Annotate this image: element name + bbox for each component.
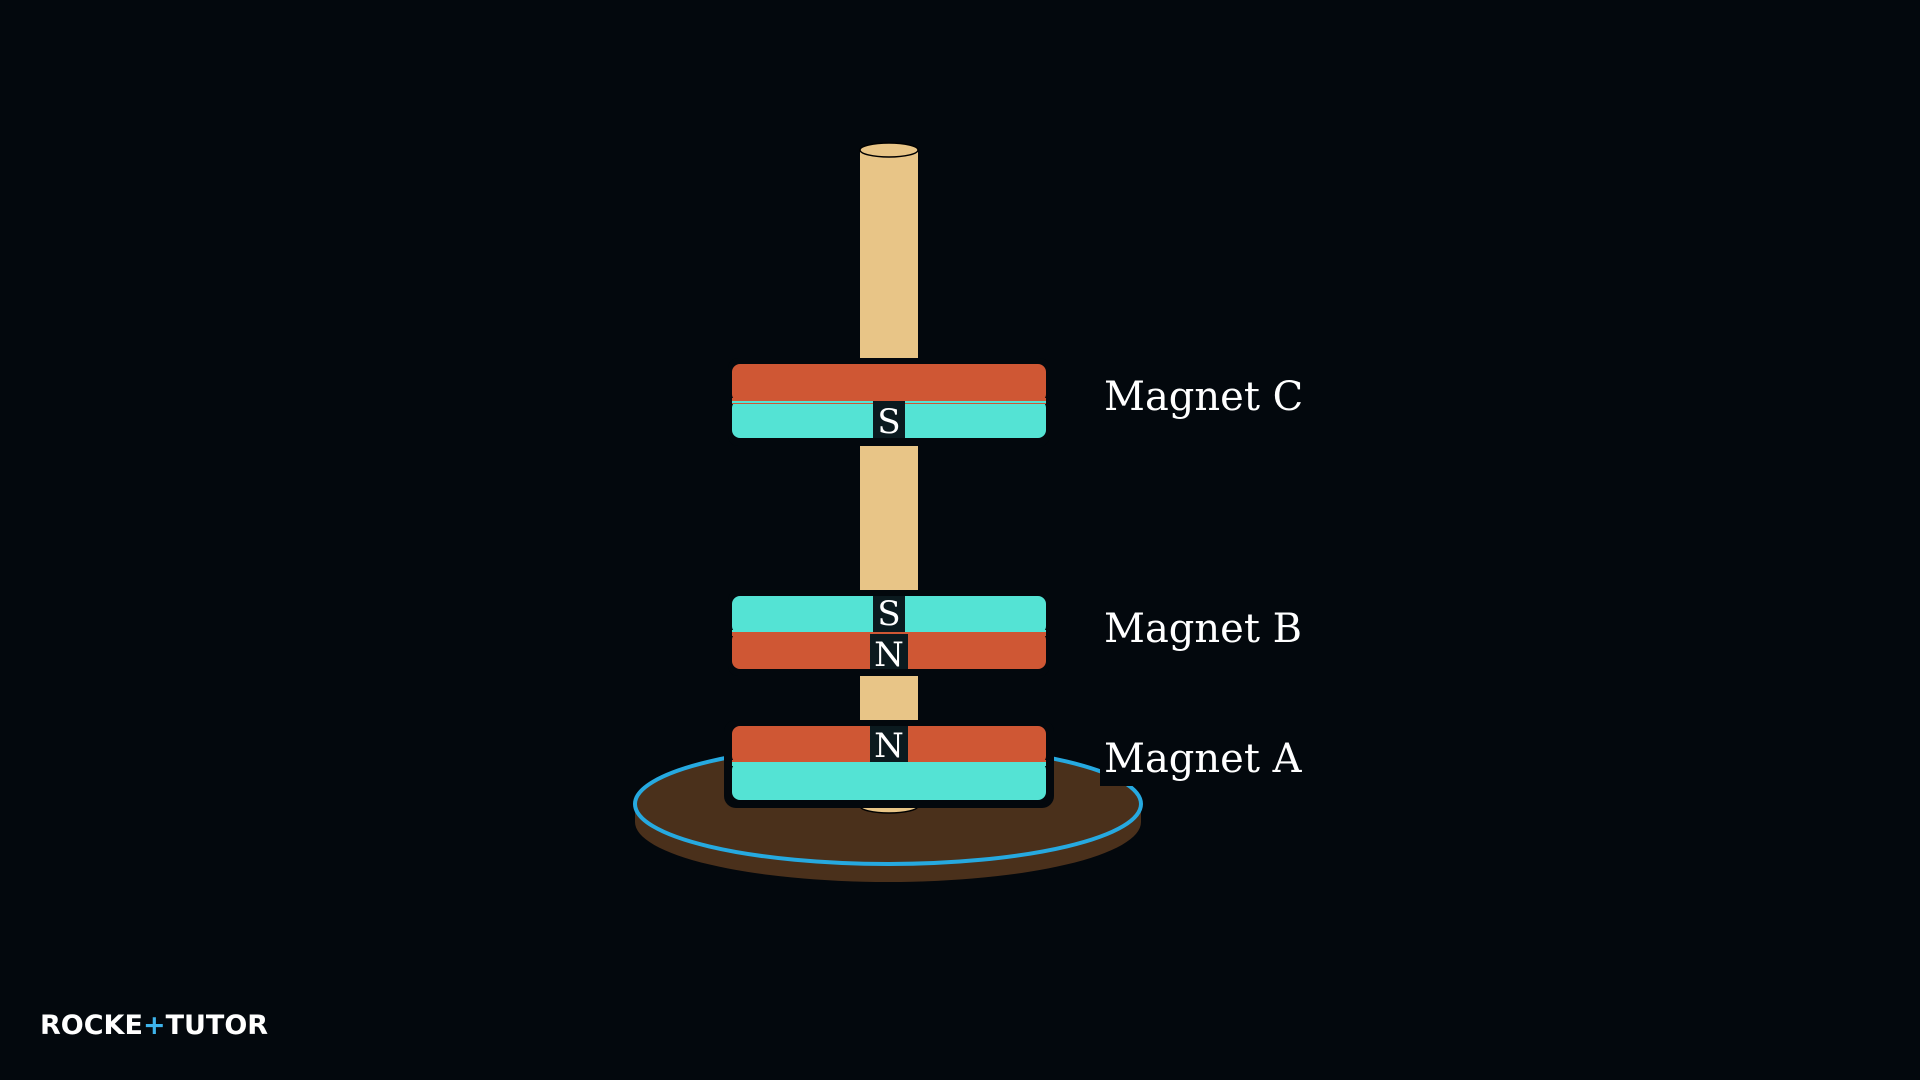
magnet-a-south-half [732, 762, 1046, 800]
magnet-b-bottom-pole-label: N [874, 635, 904, 675]
magnet-b-label: Magnet B [1104, 606, 1302, 652]
magnet-c: S [728, 358, 1050, 446]
logo-text-right: TUTOR [165, 1010, 269, 1041]
logo-text-left: ROCKE [40, 1010, 143, 1041]
magnet-a-pole-label: N [874, 726, 904, 766]
magnet-a-label: Magnet A [1104, 736, 1303, 782]
magnet-b: S N [728, 590, 1050, 676]
magnet-a: N [724, 720, 1054, 808]
magnet-c-north-half [732, 364, 1046, 402]
wooden-rod [859, 142, 919, 814]
magnet-c-pole-label: S [877, 402, 900, 442]
rocket-tutor-logo: ROCKE+TUTOR [40, 1010, 268, 1041]
logo-plus-icon: + [142, 1010, 166, 1041]
magnet-b-top-pole-label: S [877, 594, 900, 634]
magnet-c-label: Magnet C [1104, 374, 1303, 420]
